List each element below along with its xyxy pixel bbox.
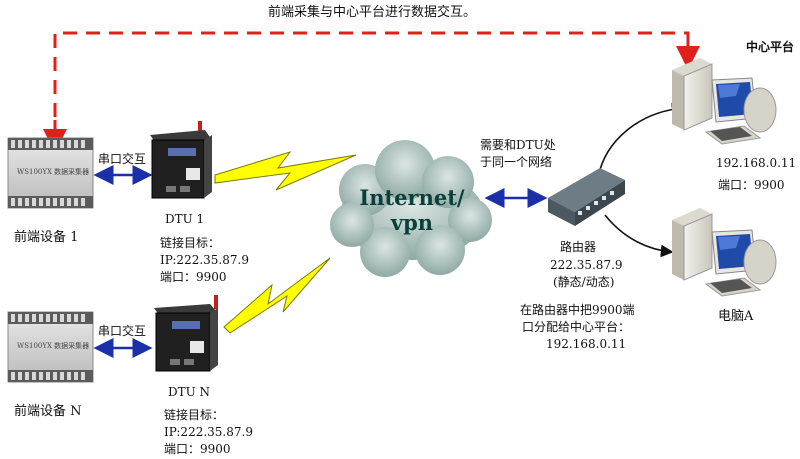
router-forward-line2: 口分配给中心平台： [522,320,631,334]
device-N-name: 前端设备 N [14,404,82,419]
dtu-N-port: 端口：9900 [164,442,231,456]
center-platform-ip: 192.168.0.11 [716,156,797,170]
dtu-N-name: DTU N [168,385,211,399]
center-platform-port: 端口：9900 [718,178,785,192]
dashed-flow-line [53,31,690,140]
router-forward-line3: 192.168.0.11 [546,337,627,351]
front-device-N [7,311,94,383]
dtu-N-device [154,295,218,372]
router-to-center-link [597,102,685,179]
center-platform-title: 中心平台 [746,40,795,54]
dtu-1-port: 端口：9900 [160,270,227,284]
cloud-label-line2: vpn [390,210,434,235]
center-platform-pc [672,58,777,145]
lightning-bolt-N [223,257,331,334]
router-mode: (静态/动态) [553,275,615,289]
computer-a-pc [672,208,777,297]
device-1-name: 前端设备 1 [14,230,79,245]
dtu-1-device [150,121,212,199]
router-to-pcA-link [604,214,674,258]
router-device [548,168,625,226]
cloud-label-line1: Internet/ [359,185,465,210]
router-note-line2: 于同一个网络 [480,155,553,169]
dtu-N-ip: IP:222.35.87.9 [164,425,253,439]
dtu-N-target-label: 链接目标： [164,408,225,422]
front-device-1 [7,137,94,209]
top-note: 前端采集与中心平台进行数据交互。 [268,5,477,20]
serial-label-1: 串口交互 [98,152,147,166]
router-name: 路由器 [560,240,597,254]
dtu-1-target-label: 链接目标： [160,236,221,250]
router-ip: 222.35.87.9 [550,258,623,272]
computer-a-label: 电脑A [718,309,754,324]
internet-cloud [330,140,492,277]
serial-label-N: 串口交互 [98,324,147,338]
router-forward-line1: 在路由器中把9900端 [520,303,635,317]
lightning-bolt-1 [214,151,357,191]
device-1-panel-text: WS100YX 数据采集器 [17,168,90,176]
dtu-1-ip: IP:222.35.87.9 [160,253,249,267]
device-N-panel-text: WS100YX 数据采集器 [17,342,90,350]
router-note-line1: 需要和DTU处 [480,138,556,152]
dtu-1-name: DTU 1 [165,212,205,226]
